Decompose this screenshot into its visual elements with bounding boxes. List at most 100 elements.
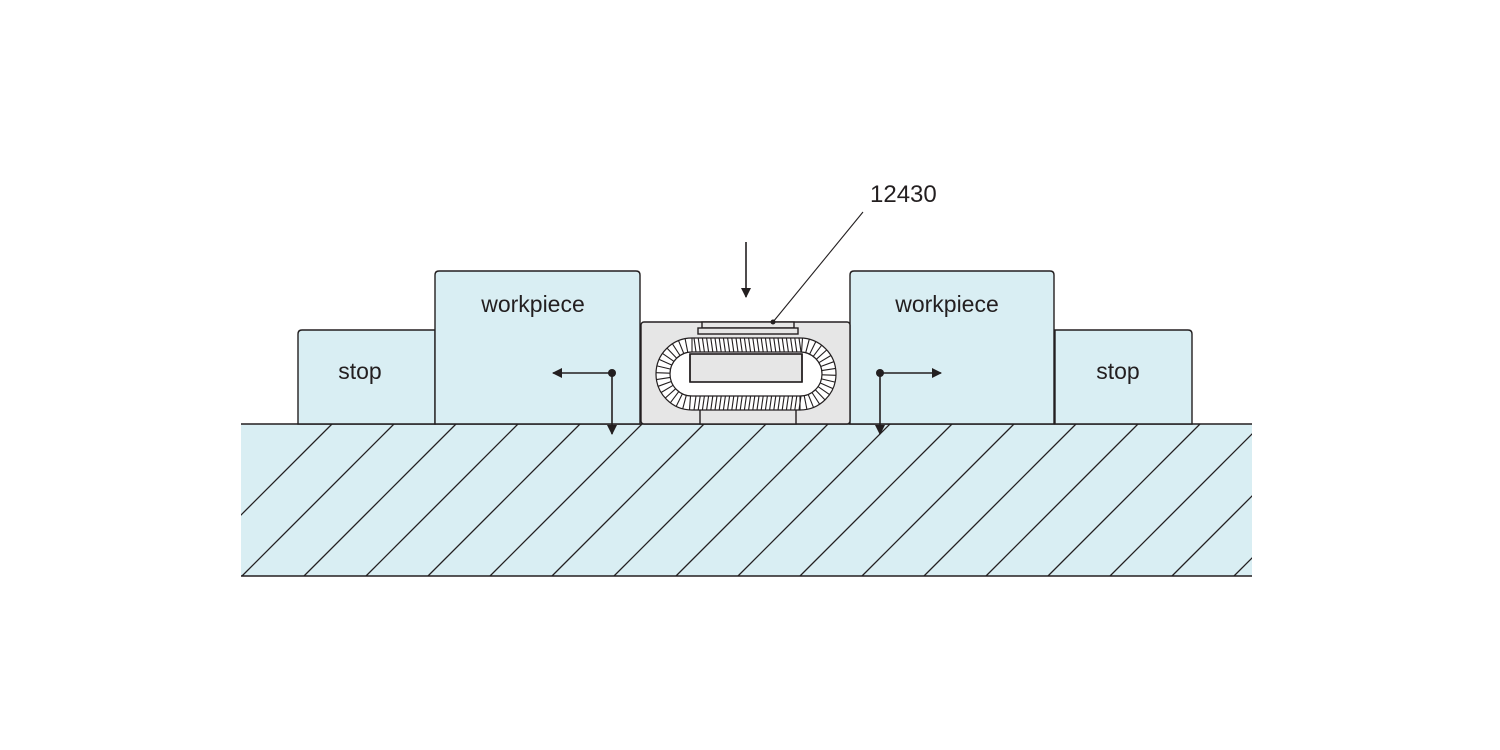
spring-winding — [666, 347, 678, 359]
workpiece-right: workpiece — [849, 270, 1055, 425]
hatch-line — [985, 424, 1139, 576]
spring-winding — [684, 338, 689, 353]
spring-winding — [658, 380, 672, 387]
spring-winding — [773, 337, 777, 353]
spring-winding — [785, 337, 789, 353]
spring-winding — [790, 337, 794, 353]
spring-winding — [773, 395, 777, 411]
spring-winding — [731, 337, 735, 353]
hatch-line — [241, 424, 333, 516]
spring-winding — [710, 337, 714, 353]
spring-winding — [727, 395, 731, 411]
spring-winding — [718, 395, 722, 411]
spring-winding — [814, 389, 826, 401]
part-callout: 12430 — [770, 181, 937, 325]
spring-winding — [669, 391, 680, 404]
base-plate — [241, 423, 1448, 577]
spring-winding — [760, 337, 764, 353]
spring-winding — [818, 355, 832, 364]
spring-winding — [697, 337, 701, 353]
hatch-line — [1109, 433, 1252, 576]
spring-winding — [710, 395, 714, 411]
hatch-line — [427, 424, 581, 576]
spring-winding — [781, 395, 785, 411]
spring-winding — [785, 395, 789, 411]
spring-winding — [675, 393, 683, 407]
spring-winding — [794, 337, 798, 353]
spring-winding — [656, 376, 671, 381]
spring-winding — [807, 394, 815, 408]
spring-winding — [655, 372, 671, 374]
stop-right: stop — [1054, 329, 1193, 425]
spring-winding — [812, 344, 823, 357]
spring-winding — [769, 395, 773, 411]
hatch-line — [489, 424, 643, 576]
spring-winding — [671, 343, 681, 356]
spring-winding — [756, 395, 760, 411]
spring-winding — [714, 395, 718, 411]
workpiece-left: workpiece — [434, 270, 641, 425]
spring-winding — [743, 337, 747, 353]
workpiece-left-label: workpiece — [480, 291, 585, 317]
spring-winding — [718, 337, 722, 353]
spring-winding — [817, 386, 830, 396]
spring-winding — [752, 395, 756, 411]
spring-winding — [658, 358, 673, 366]
hatch-line — [1047, 424, 1201, 576]
spring-winding — [656, 365, 671, 370]
spring-winding — [748, 395, 752, 411]
clamp-element — [640, 321, 851, 425]
part-number-label: 12430 — [870, 181, 937, 208]
spring-winding — [731, 395, 735, 411]
spring-winding — [821, 367, 836, 372]
spring-winding — [722, 395, 726, 411]
stop-left-label: stop — [338, 358, 381, 384]
spring-winding — [664, 388, 677, 399]
spring-winding — [803, 395, 808, 410]
spring-winding — [701, 337, 705, 353]
hatch-line — [1233, 557, 1252, 576]
stop-right-label: stop — [1096, 358, 1139, 384]
spring-winding — [820, 361, 834, 368]
spring-winding — [777, 395, 781, 411]
spring-winding — [805, 339, 810, 353]
spring-winding — [677, 340, 685, 354]
hatch-line — [1171, 495, 1252, 576]
spring-winding — [809, 341, 817, 355]
spring-winding — [739, 395, 743, 411]
spring-winding — [781, 337, 785, 353]
spring-winding — [688, 395, 692, 410]
spring-winding — [752, 337, 756, 353]
hatch-line — [303, 424, 457, 576]
spring-winding — [760, 395, 764, 411]
spring-winding — [701, 395, 705, 411]
spring-winding — [735, 337, 739, 353]
hatch-line — [675, 424, 829, 576]
spring-winding — [777, 337, 781, 353]
spring-winding — [821, 378, 836, 383]
hatching — [241, 424, 1448, 576]
spring-winding — [756, 337, 760, 353]
hatch-line — [1296, 424, 1448, 576]
hatch-line — [551, 424, 705, 576]
spring-winding — [693, 337, 697, 353]
spring-winding — [764, 395, 768, 411]
leader-line — [772, 211, 864, 323]
hatch-line — [737, 424, 891, 576]
spring-winding — [811, 392, 821, 405]
stop-left: stop — [297, 329, 436, 425]
workpiece-right-label: workpiece — [894, 291, 999, 317]
spring-winding — [794, 395, 798, 411]
arrows — [552, 242, 942, 435]
spring-winding — [798, 337, 802, 353]
spring-winding — [693, 395, 697, 411]
spring-winding — [660, 384, 674, 393]
spring-winding — [722, 337, 726, 353]
spring-winding — [821, 374, 837, 376]
spring-winding — [739, 337, 743, 353]
spring-winding — [748, 337, 752, 353]
hatch-line — [861, 424, 1015, 576]
spring-winding — [815, 349, 828, 360]
spring-winding — [714, 337, 718, 353]
